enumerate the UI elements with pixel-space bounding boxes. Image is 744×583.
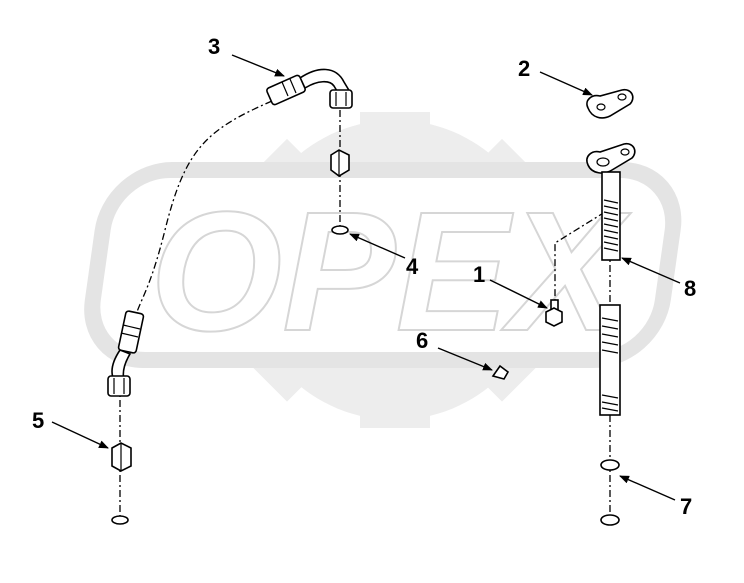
plug-6 bbox=[491, 364, 510, 380]
leader-6 bbox=[437, 347, 493, 371]
sealing-washer-lower-left bbox=[111, 515, 129, 525]
leader-2 bbox=[539, 71, 593, 96]
leader-1 bbox=[489, 279, 548, 309]
sealing-washer-7 bbox=[600, 459, 620, 471]
fitting-nut-5 bbox=[111, 442, 132, 472]
oil-supply-tube-lower bbox=[107, 310, 145, 397]
opex-watermark: OPEX bbox=[84, 112, 682, 428]
fitting-nut-upper bbox=[330, 149, 350, 177]
callout-7: 7 bbox=[680, 494, 692, 519]
sealing-washer-4 bbox=[331, 225, 349, 235]
callout-8: 8 bbox=[684, 276, 696, 301]
capscrew-1 bbox=[545, 299, 563, 327]
leader-4 bbox=[349, 233, 406, 259]
watermark-text: OPEX bbox=[150, 177, 631, 367]
watermark-frame bbox=[84, 162, 682, 368]
callout-4: 4 bbox=[406, 254, 419, 279]
callout-labels: 3 2 4 1 8 6 5 7 bbox=[32, 34, 696, 519]
callout-leaders bbox=[51, 54, 681, 501]
callout-3: 3 bbox=[208, 34, 220, 59]
leader-8 bbox=[621, 257, 681, 284]
callout-1: 1 bbox=[473, 262, 485, 287]
leader-3 bbox=[231, 54, 285, 77]
leader-5 bbox=[51, 421, 109, 449]
gasket-2 bbox=[586, 88, 634, 119]
callout-2: 2 bbox=[518, 56, 530, 81]
sealing-washer-lower-right bbox=[600, 514, 620, 526]
leader-7 bbox=[619, 475, 676, 501]
callout-6: 6 bbox=[416, 328, 428, 353]
callout-5: 5 bbox=[32, 408, 44, 433]
oil-drain-tube-8 bbox=[586, 142, 636, 416]
oil-supply-tube-upper bbox=[266, 68, 353, 109]
